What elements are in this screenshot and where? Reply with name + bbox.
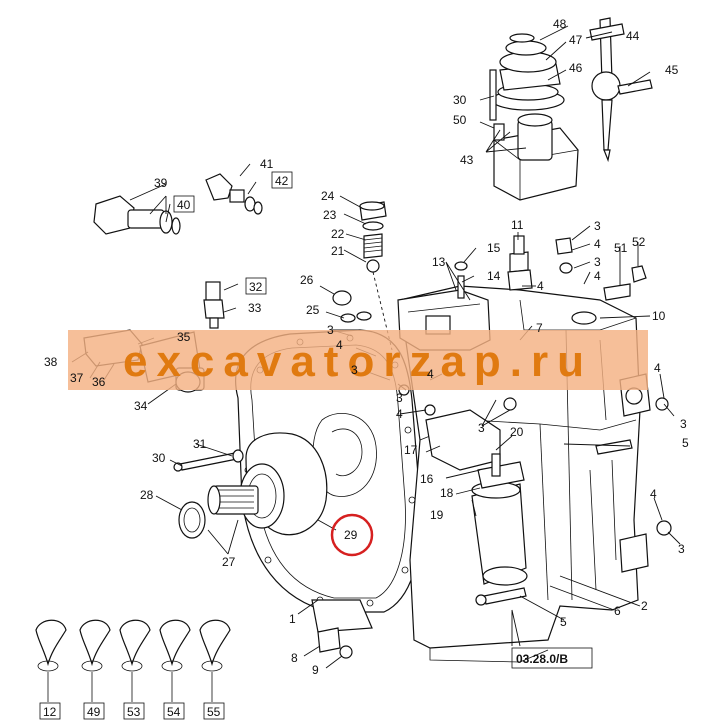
- part-label-5-a: 5: [682, 436, 689, 450]
- part-label-17: 17: [404, 443, 418, 457]
- part-label-4-h: 4: [650, 487, 657, 501]
- part-label-42: 42: [275, 174, 289, 188]
- part-labels: 48 47 44 46 45 30 50 43 41 42 39 40 24 2…: [43, 17, 689, 719]
- part-label-23: 23: [323, 208, 337, 222]
- part-label-4-d: 4: [336, 338, 343, 352]
- part-label-21: 21: [331, 244, 345, 258]
- part-label-10: 10: [652, 309, 666, 323]
- part-label-37: 37: [70, 371, 84, 385]
- part-label-3-c: 3: [327, 323, 334, 337]
- part-label-13: 13: [432, 255, 446, 269]
- part-label-8: 8: [291, 651, 298, 665]
- part-label-31: 31: [193, 437, 207, 451]
- part-label-28: 28: [140, 488, 154, 502]
- part-label-25: 25: [306, 303, 320, 317]
- reference-code: 03.28.0/B: [516, 652, 568, 666]
- part-label-2: 2: [641, 599, 648, 613]
- part-label-3-a: 3: [594, 219, 601, 233]
- part-label-12: 12: [43, 705, 57, 719]
- part-label-15: 15: [487, 241, 501, 255]
- part-label-48: 48: [553, 17, 567, 31]
- part-label-24: 24: [321, 189, 335, 203]
- part-label-27: 27: [222, 555, 236, 569]
- part-label-4-g: 4: [654, 361, 661, 375]
- watermark-band: excavatorzap.ru: [68, 330, 648, 390]
- part-label-45: 45: [665, 63, 679, 77]
- part-label-39: 39: [154, 176, 168, 190]
- part-label-41: 41: [260, 157, 274, 171]
- part-label-4-f: 4: [427, 367, 434, 381]
- part-label-4-c: 4: [537, 279, 544, 293]
- part-label-5-b: 5: [560, 615, 567, 629]
- part-label-32: 32: [249, 280, 263, 294]
- part-label-14: 14: [487, 269, 501, 283]
- part-label-3-d: 3: [351, 363, 358, 377]
- part-label-54: 54: [167, 705, 181, 719]
- oil-filter-assembly: [425, 409, 528, 586]
- input-hub-assembly: [173, 432, 328, 539]
- part-label-18: 18: [440, 486, 454, 500]
- part-label-34: 34: [134, 399, 148, 413]
- part-label-19: 19: [430, 508, 444, 522]
- part-label-33: 33: [248, 301, 262, 315]
- top-valve-parts: [317, 201, 672, 659]
- part-label-36: 36: [92, 375, 106, 389]
- part-label-3-g: 3: [680, 417, 687, 431]
- part-label-22: 22: [331, 227, 345, 241]
- part-label-35: 35: [177, 330, 191, 344]
- part-label-3-b: 3: [594, 255, 601, 269]
- part-label-3-h: 3: [678, 542, 685, 556]
- part-label-38: 38: [44, 355, 58, 369]
- part-label-43: 43: [460, 153, 474, 167]
- part-label-26: 26: [300, 273, 314, 287]
- part-label-3-e: 3: [396, 391, 403, 405]
- part-label-1: 1: [289, 612, 296, 626]
- part-label-16: 16: [420, 472, 434, 486]
- clip-parts: [35, 619, 231, 702]
- part-label-4-b: 4: [594, 269, 601, 283]
- part-label-53: 53: [127, 705, 141, 719]
- part-label-6: 6: [614, 604, 621, 618]
- part-label-20: 20: [510, 425, 524, 439]
- part-label-52: 52: [632, 235, 646, 249]
- label-boxes: [39, 171, 593, 720]
- part-label-4-a: 4: [594, 237, 601, 251]
- part-label-40: 40: [177, 198, 191, 212]
- part-label-50: 50: [453, 113, 467, 127]
- part-label-46: 46: [569, 61, 583, 75]
- part-label-49: 49: [87, 705, 101, 719]
- part-label-7: 7: [536, 321, 543, 335]
- part-label-30: 30: [152, 451, 166, 465]
- part-label-29: 29: [344, 528, 358, 542]
- part-label-3-f: 3: [478, 421, 485, 435]
- watermark-text: excavatorzap.ru: [123, 337, 593, 386]
- part-label-30-top: 30: [453, 93, 467, 107]
- part-label-55: 55: [207, 705, 221, 719]
- highlight-circle: [330, 513, 374, 557]
- part-label-11: 11: [511, 218, 524, 232]
- part-label-4-e: 4: [396, 407, 403, 421]
- part-label-9: 9: [312, 663, 319, 677]
- part-label-51: 51: [614, 241, 628, 255]
- part-label-44: 44: [626, 29, 640, 43]
- part-label-47: 47: [569, 33, 583, 47]
